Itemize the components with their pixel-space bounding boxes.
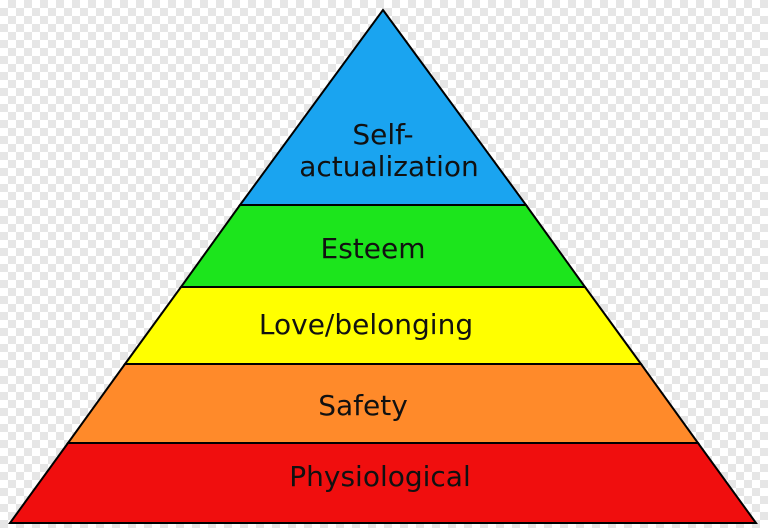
level-safety: Safety	[66, 363, 700, 444]
level-physiological: Physiological	[8, 442, 758, 524]
level-esteem: Esteem	[179, 204, 587, 288]
level-physiological-label: Physiological	[289, 460, 471, 493]
level-esteem-label: Esteem	[321, 232, 426, 265]
level-love-belonging: Love/belonging	[123, 286, 643, 365]
level-love-belonging-label: Love/belonging	[259, 308, 473, 341]
level-self-actualization-label-line-2: actualization	[299, 150, 478, 183]
level-self-actualization-label-line-1: Self-	[352, 118, 413, 151]
level-safety-label: Safety	[318, 389, 408, 422]
level-self-actualization: Self- actualization	[238, 8, 528, 206]
level-physiological-shape	[8, 442, 758, 524]
